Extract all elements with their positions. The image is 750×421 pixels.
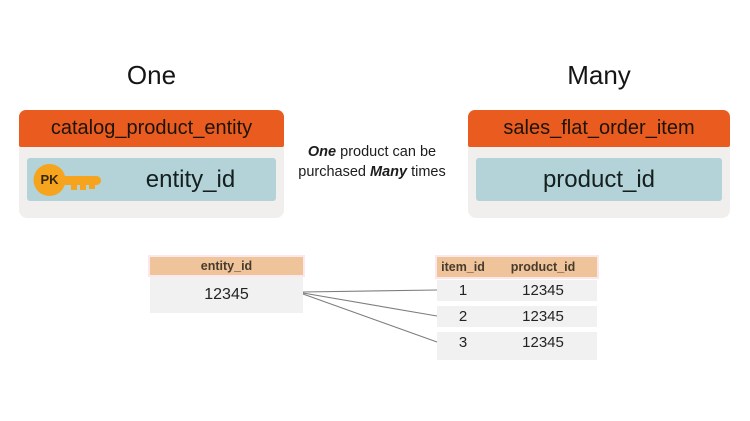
entity-field-name: entity_id (145, 165, 236, 193)
order-items-data-table: item_id product_id 1 12345 2 12345 3 123… (437, 257, 597, 360)
table-footer-band (437, 353, 597, 360)
data-rows: 1 12345 2 12345 3 12345 (437, 280, 597, 353)
entity-id-value: 12345 (150, 277, 303, 313)
item-id-cell: 1 (458, 282, 468, 299)
primary-key-icon: PK (33, 163, 105, 197)
item-id-cell: 3 (458, 334, 468, 351)
table-row: 1 12345 (437, 280, 597, 301)
pk-label: PK (40, 172, 59, 187)
annotation-text: purchased (298, 164, 370, 180)
entity-field-row: PK entity_id (27, 158, 276, 201)
column-header-item-id: item_id (441, 260, 485, 274)
annotation-text: product can be (336, 144, 437, 160)
entity-field-name: product_id (542, 165, 656, 193)
product-id-cell: 12345 (522, 308, 564, 325)
heading-one: One (126, 60, 177, 90)
annotation-one-emphasis: One (307, 144, 337, 160)
key-icon (33, 163, 101, 196)
entity-card-catalog-product-entity: catalog_product_entity PK entity_id (19, 110, 284, 218)
column-header-entity-id: entity_id (150, 257, 303, 275)
column-header-product-id: product_id (510, 260, 576, 274)
heading-many: Many (567, 60, 631, 90)
entity-title: catalog_product_entity (19, 110, 284, 147)
entity-id-data-table: entity_id 12345 (150, 257, 303, 313)
product-id-cell: 12345 (522, 334, 564, 351)
product-id-cell: 12345 (522, 282, 564, 299)
entity-field-row: product_id (476, 158, 722, 201)
annotation-text: times (407, 164, 446, 180)
entity-card-sales-flat-order-item: sales_flat_order_item product_id (468, 110, 730, 218)
table-row: 2 12345 (437, 306, 597, 327)
relationship-annotation: One product can be purchased Many times (288, 142, 456, 182)
table-row: 3 12345 (437, 332, 597, 353)
entity-title: sales_flat_order_item (468, 110, 730, 147)
column-header-row: item_id product_id (437, 257, 597, 277)
annotation-many-emphasis: Many (370, 164, 408, 180)
item-id-cell: 2 (458, 308, 468, 325)
